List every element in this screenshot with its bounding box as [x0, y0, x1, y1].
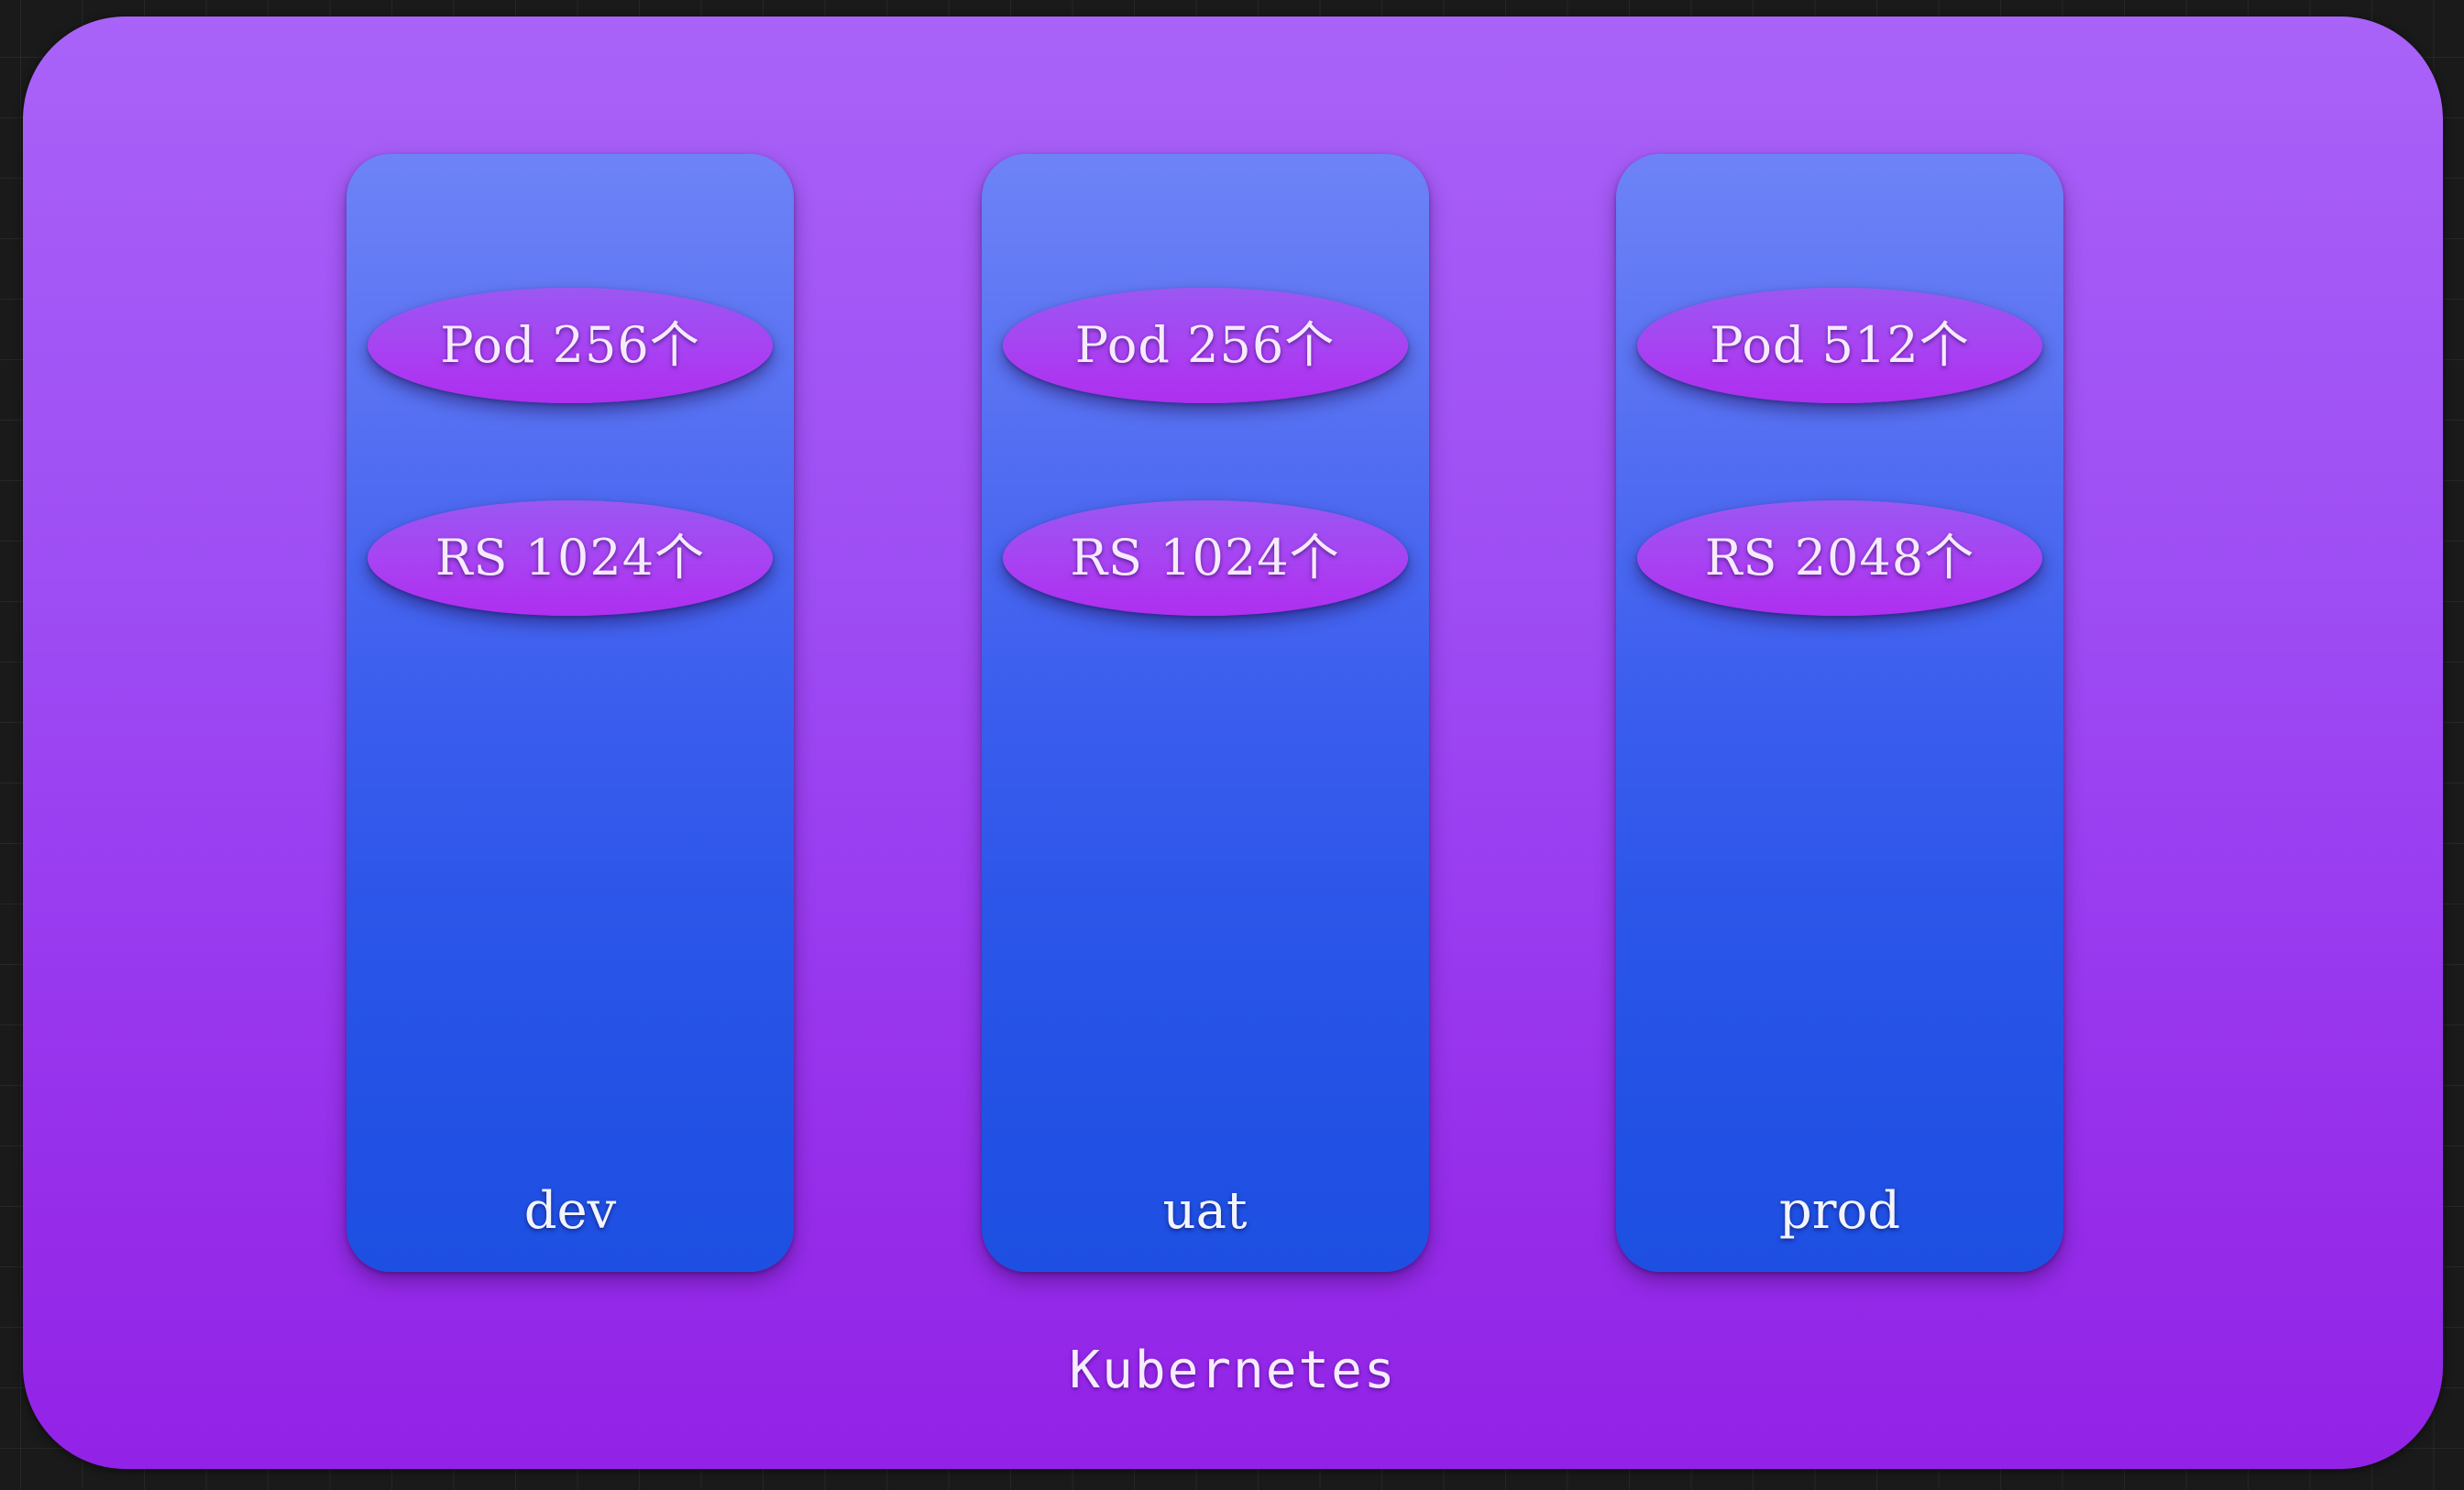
resource-pill-rs[interactable]: RS 1024个: [368, 500, 773, 616]
resource-pill-label: Pod 256个: [440, 316, 700, 374]
namespace-column-group: Pod 256个 RS 1024个 dev Pod 256个 RS 1024个 …: [346, 154, 2063, 1272]
namespace-name-label: prod: [1778, 1181, 1901, 1241]
kubernetes-cluster-container: Pod 256个 RS 1024个 dev Pod 256个 RS 1024个 …: [23, 16, 2443, 1469]
resource-pill-rs[interactable]: RS 2048个: [1637, 500, 2042, 616]
resource-pill-pod[interactable]: Pod 256个: [368, 288, 773, 403]
namespace-card-prod[interactable]: Pod 512个 RS 2048个 prod: [1616, 154, 2063, 1272]
resource-pill-label: RS 1024个: [1070, 529, 1340, 586]
resource-pill-pod[interactable]: Pod 256个: [1002, 288, 1408, 403]
resource-pill-label: RS 2048个: [1704, 529, 1975, 586]
resource-pill-label: Pod 256个: [1074, 316, 1336, 374]
namespace-card-dev[interactable]: Pod 256个 RS 1024个 dev: [346, 154, 794, 1272]
resource-pill-label: RS 1024个: [434, 529, 706, 586]
resource-pill-pod[interactable]: Pod 512个: [1637, 288, 2042, 403]
namespace-card-uat[interactable]: Pod 256个 RS 1024个 uat: [981, 154, 1429, 1272]
resource-pill-label: Pod 512个: [1710, 316, 1970, 374]
namespace-name-label: dev: [523, 1181, 617, 1241]
cluster-caption-label: Kubernetes: [1069, 1341, 1397, 1400]
namespace-name-label: uat: [1162, 1181, 1248, 1241]
resource-pill-rs[interactable]: RS 1024个: [1002, 500, 1408, 616]
